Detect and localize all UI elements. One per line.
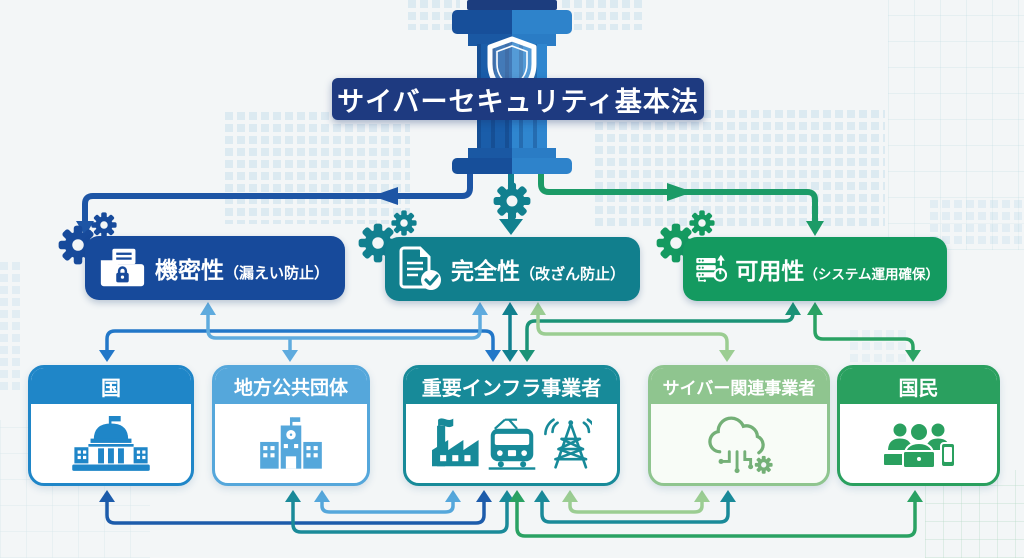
principle-box-confidentiality: 機密性（漏えい防止） bbox=[85, 236, 345, 300]
gear-icon bbox=[493, 182, 531, 220]
entity-box-local-government: 地方公共団体 bbox=[212, 365, 370, 486]
background-mosaic bbox=[850, 330, 910, 370]
municipal-building-icon bbox=[260, 416, 322, 469]
background-mosaic bbox=[408, 0, 460, 30]
folder-lock-icon bbox=[100, 248, 145, 287]
background-mosaic bbox=[595, 110, 885, 228]
entity-label: 地方公共団体 bbox=[233, 377, 348, 399]
document-check-icon bbox=[399, 246, 441, 290]
factory-icon bbox=[431, 417, 479, 466]
entity-box-cyber-business: サイバー関連事業者 bbox=[648, 365, 830, 486]
government-building-icon bbox=[72, 415, 150, 471]
principle-sub: （システム運用確保） bbox=[804, 267, 939, 282]
principle-sub: （漏えい防止） bbox=[224, 265, 330, 282]
principle-box-availability: 可用性（システム運用確保） bbox=[683, 237, 947, 301]
pillar-base bbox=[452, 158, 572, 174]
principle-sub: （改ざん防止） bbox=[520, 266, 626, 283]
entity-label: 重要インフラ事業者 bbox=[421, 377, 602, 400]
pillar-top bbox=[467, 0, 557, 10]
entity-box-critical-infrastructure: 重要インフラ事業者 bbox=[403, 365, 620, 486]
principle-box-integrity: 完全性（改ざん防止） bbox=[385, 237, 640, 301]
citizens-devices-icon bbox=[881, 421, 956, 469]
principle-label: 完全性 bbox=[451, 258, 520, 284]
entity-box-citizens: 国民 bbox=[837, 365, 1000, 486]
entity-box-national-government: 国 bbox=[28, 365, 194, 486]
gear-icon bbox=[754, 455, 773, 474]
principle-label: 機密性 bbox=[155, 257, 224, 283]
entity-label: 国 bbox=[101, 377, 121, 400]
background-mosaic bbox=[0, 262, 22, 392]
server-power-icon bbox=[696, 254, 728, 282]
train-icon bbox=[488, 418, 535, 470]
pillar-neck-lower bbox=[468, 148, 556, 160]
radio-tower-icon bbox=[543, 417, 592, 469]
infrastructure-icons bbox=[431, 417, 592, 470]
entity-label: 国民 bbox=[898, 377, 939, 400]
background-mosaic bbox=[930, 200, 1024, 246]
gear-icon bbox=[91, 212, 117, 238]
background-circuit bbox=[888, 0, 1024, 250]
gear-icon bbox=[391, 210, 417, 236]
cloud-network-icon bbox=[708, 416, 773, 474]
entity-label: サイバー関連事業者 bbox=[662, 378, 816, 398]
principle-label: 可用性 bbox=[735, 258, 805, 284]
background-mosaic bbox=[225, 112, 410, 224]
pillar-capital bbox=[452, 10, 572, 34]
background-mosaic bbox=[562, 0, 642, 30]
title-banner: サイバーセキュリティ基本法 bbox=[332, 78, 704, 120]
gear-icon bbox=[689, 210, 715, 236]
page-title: サイバーセキュリティ基本法 bbox=[337, 86, 699, 117]
